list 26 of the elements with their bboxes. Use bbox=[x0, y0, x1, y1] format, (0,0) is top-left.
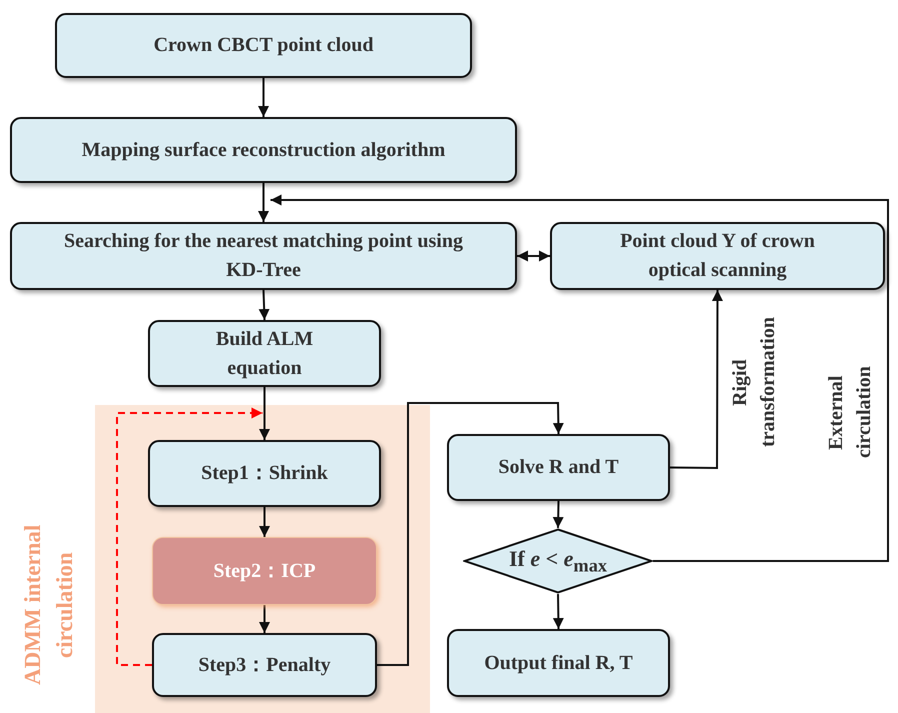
process-box: Output final R, T bbox=[447, 629, 670, 697]
process-box: Crown CBCT point cloud bbox=[55, 13, 472, 78]
decision-diamond bbox=[463, 528, 653, 594]
arrow bbox=[116, 408, 262, 666]
region-label: ADMM internal circulation bbox=[19, 524, 78, 688]
arrow bbox=[259, 507, 270, 537]
arrow bbox=[258, 290, 270, 320]
process-box: Mapping surface reconstruction algorithm bbox=[10, 117, 517, 183]
process-box: Step1：Shrink bbox=[148, 440, 381, 507]
arrow bbox=[670, 290, 723, 470]
arrow bbox=[270, 194, 889, 562]
arrow bbox=[258, 78, 269, 117]
arrow bbox=[552, 500, 564, 528]
arrow bbox=[258, 183, 269, 222]
arrow bbox=[517, 250, 550, 262]
process-box: Point cloud Y of crown optical scanning bbox=[550, 222, 885, 290]
arrow bbox=[377, 402, 564, 666]
process-box: Step2：ICP bbox=[152, 537, 377, 605]
process-box: Searching for the nearest matching point using KD-Tree bbox=[10, 222, 517, 290]
arrow bbox=[259, 605, 270, 633]
process-box: Step3：Penalty bbox=[152, 633, 377, 697]
process-box: Solve R and T bbox=[447, 434, 670, 501]
process-box: Build ALM equation bbox=[148, 320, 381, 387]
arrow bbox=[552, 594, 564, 630]
condition-text: If e < e$_{max}$ bbox=[508, 546, 608, 576]
arrow bbox=[259, 387, 270, 440]
